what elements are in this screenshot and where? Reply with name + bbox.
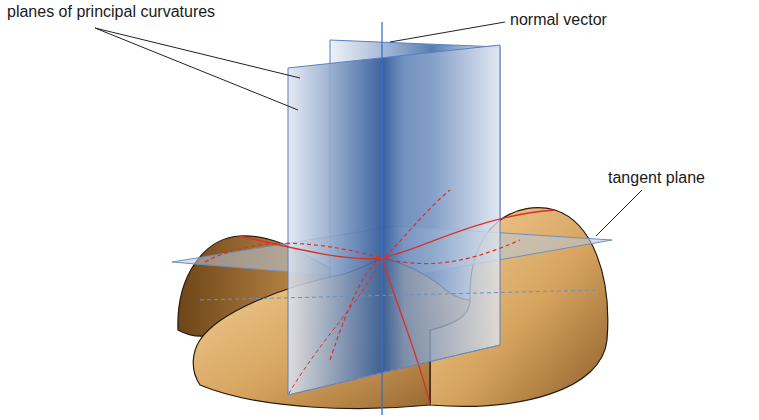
tangent-label: tangent plane <box>606 168 707 187</box>
plane-label: planes of principal curvatures <box>5 2 217 21</box>
normal-label: normal vector <box>508 10 609 29</box>
